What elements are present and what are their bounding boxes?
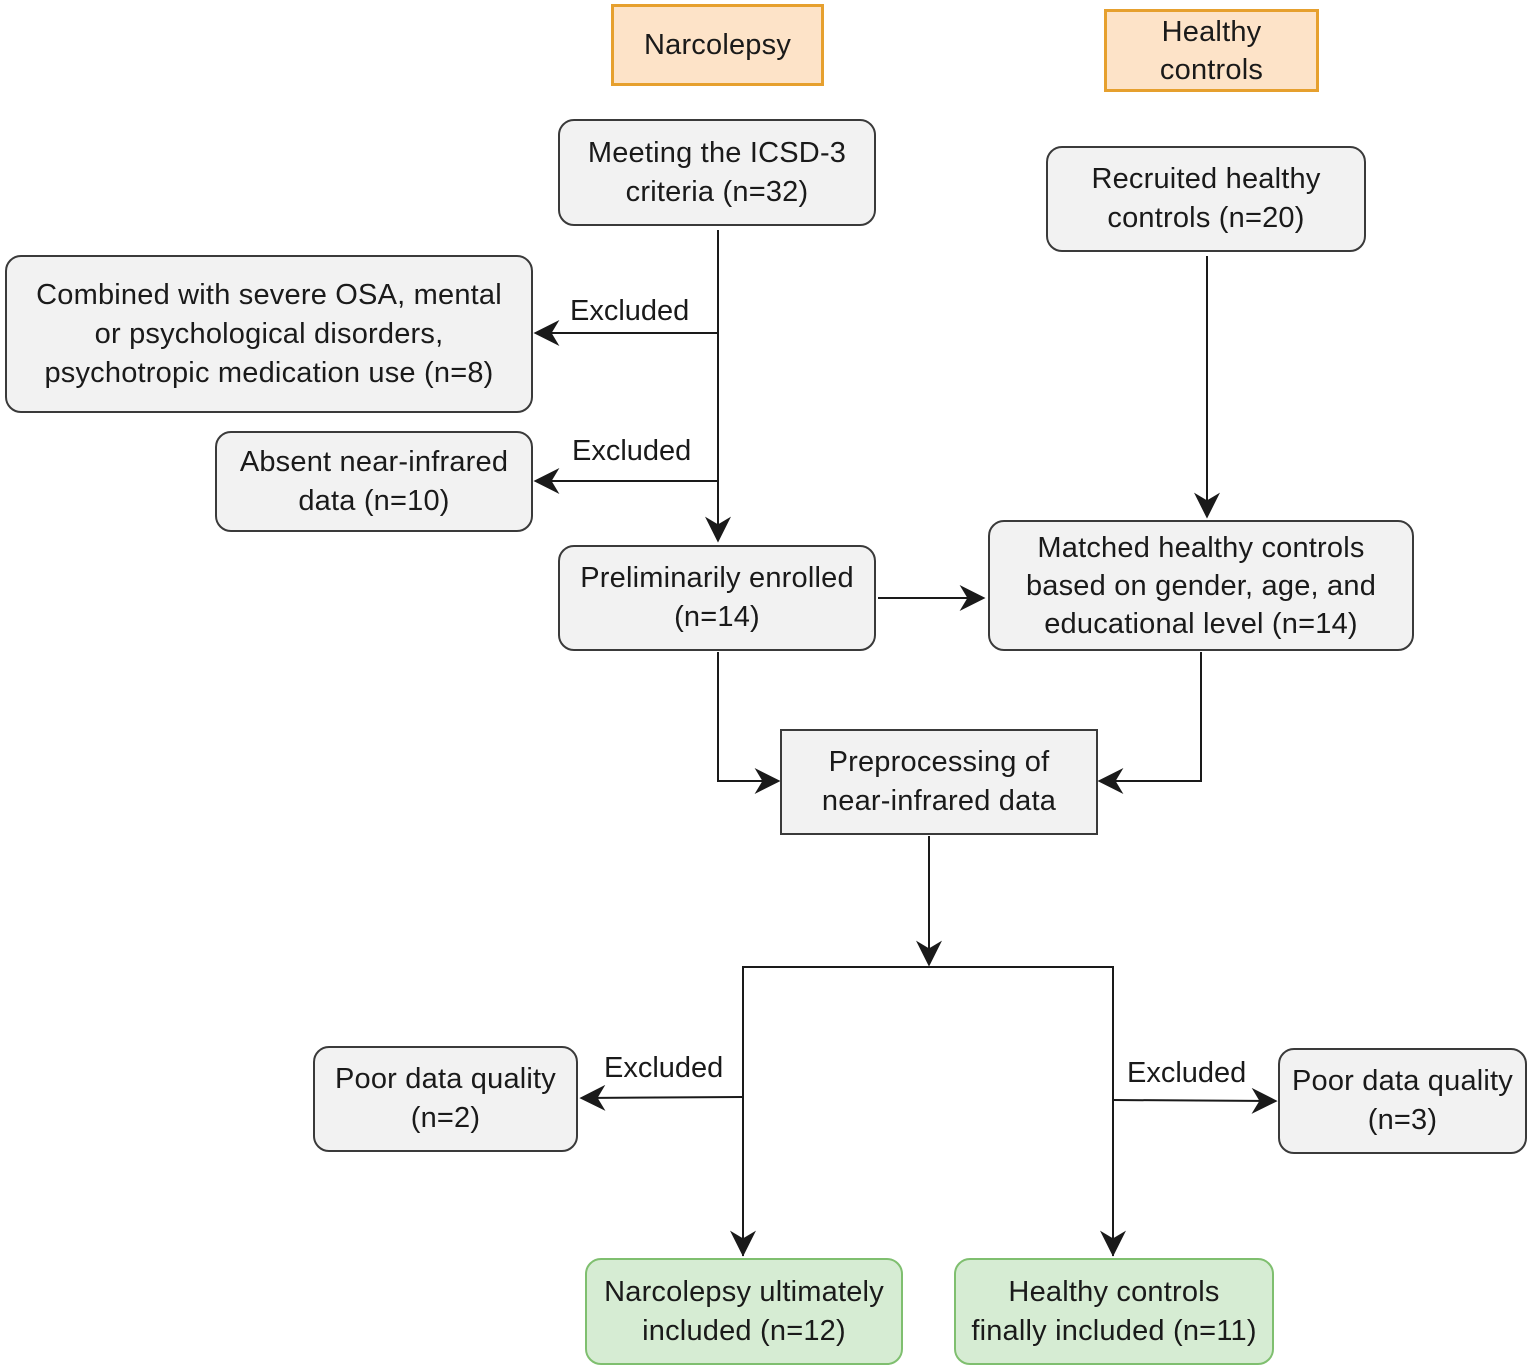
preliminarily-enrolled-box: Preliminarily enrolled (n=14): [558, 545, 876, 651]
poor-quality-left-box: Poor data quality (n=2): [313, 1046, 578, 1152]
controls-header-line-1: Healthy: [1161, 15, 1262, 48]
recruited-controls-box: Recruited healthy controls (n=20): [1046, 146, 1366, 252]
controls-header-line-2: controls: [1159, 53, 1264, 86]
excluded-label-2: Excluded: [572, 435, 692, 467]
narcolepsy-header: Narcolepsy: [611, 4, 824, 86]
matched-controls-box: Matched healthy controls based on gender…: [988, 520, 1414, 651]
combined-exclusion-box: Combined with severe OSA, mental or psyc…: [5, 255, 533, 413]
poor-quality-right-box: Poor data quality (n=3): [1278, 1048, 1527, 1154]
controls-final-box: Healthy controls finally included (n=11): [954, 1258, 1274, 1365]
preprocess-line-1: Preprocessing of: [828, 746, 1050, 778]
connector-matched-to-preprocess: [1097, 652, 1202, 794]
connector-exclude-poor-right: [1112, 1087, 1278, 1114]
matched-line-1: Matched healthy controls: [1037, 531, 1365, 564]
preprocessing-box: Preprocessing of near-infrared data: [780, 729, 1098, 835]
hc-final-line-2: finally included (n=11): [971, 1314, 1257, 1347]
icsd-criteria-box: Meeting the ICSD-3 criteria (n=32): [558, 119, 876, 226]
narcolepsy-final-box: Narcolepsy ultimately included (n=12): [585, 1258, 903, 1365]
controls-header: Healthy controls: [1104, 9, 1319, 92]
connector-prelim-to-preprocess: [717, 652, 781, 794]
recruited-line-1: Recruited healthy: [1091, 163, 1321, 195]
prelim-line-2: (n=14): [674, 601, 760, 633]
icsd-line-1: Meeting the ICSD-3: [587, 136, 847, 169]
matched-line-3: educational level (n=14): [1044, 607, 1358, 640]
matched-line-2: based on gender, age, and: [1025, 569, 1377, 602]
recruited-line-2: controls (n=20): [1107, 202, 1305, 234]
excluded-label-3: Excluded: [604, 1052, 724, 1084]
preprocess-line-2: near-infrared data: [821, 785, 1057, 817]
icsd-line-2: criteria (n=32): [625, 175, 809, 208]
hc-final-line-1: Healthy controls: [1008, 1275, 1220, 1308]
connector-exclude-poor-left: [579, 1084, 744, 1111]
absent-line-1: Absent near-infrared: [239, 445, 509, 478]
combined-line-1: Combined with severe OSA, mental: [36, 278, 502, 311]
absent-data-box: Absent near-infrared data (n=10): [215, 431, 533, 532]
narco-final-line-1: Narcolepsy ultimately: [604, 1275, 884, 1308]
prelim-line-1: Preliminarily enrolled: [580, 562, 854, 594]
excluded-label-1: Excluded: [570, 295, 690, 327]
excluded-label-4: Excluded: [1127, 1057, 1247, 1089]
narcolepsy-header-label: Narcolepsy: [643, 28, 792, 61]
poor-right-line-1: Poor data quality: [1291, 1065, 1514, 1097]
narco-final-line-2: included (n=12): [642, 1314, 846, 1347]
connector-split-bracket: [742, 966, 1114, 1256]
combined-line-2: or psychological disorders,: [94, 317, 444, 350]
absent-line-2: data (n=10): [298, 484, 450, 517]
combined-line-3: psychotropic medication use (n=8): [44, 356, 494, 389]
poor-left-line-2: (n=2): [410, 1102, 481, 1134]
poor-left-line-1: Poor data quality: [334, 1063, 557, 1095]
poor-right-line-2: (n=3): [1367, 1104, 1438, 1136]
